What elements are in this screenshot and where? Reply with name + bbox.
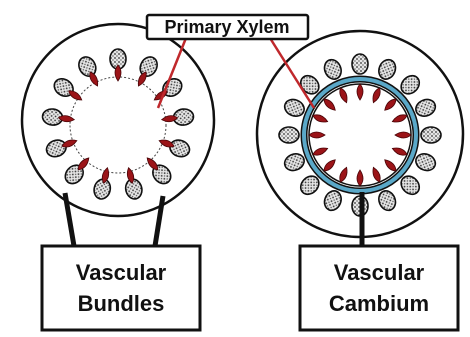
vascular-bundles-label-box [42,246,200,330]
vascular-cambium-label-line2: Cambium [329,291,429,316]
left-stem-cross-section [22,24,214,216]
right-phloem-13 [279,127,299,143]
primary-xylem-label: Primary Xylem [164,17,289,37]
vascular-cambium-label-box [300,246,458,330]
right-phloem-1 [352,54,368,74]
vascular-bundles-label-line2: Bundles [78,291,165,316]
right-phloem-5 [421,127,441,143]
vascular-cambium-label-line1: Vascular [334,260,425,285]
vascular-bundles-label-line1: Vascular [76,260,167,285]
right-vascular-bundle-13 [279,127,299,143]
right-vascular-bundle-1 [352,54,368,74]
right-vascular-bundle-5 [421,127,441,143]
